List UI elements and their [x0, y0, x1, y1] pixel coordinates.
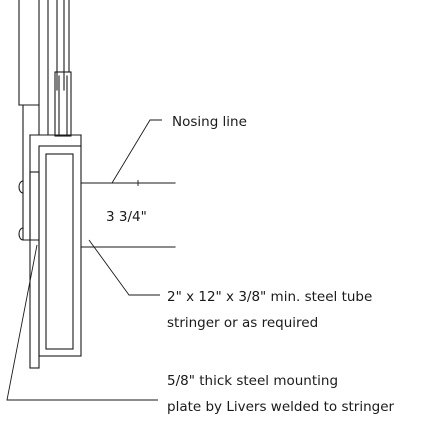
tube-stringer	[38, 145, 82, 357]
bolt-heads	[18, 180, 24, 241]
rise-dimension-label: 3 3/4"	[106, 209, 147, 225]
nosing-line-label: Nosing line	[172, 114, 247, 130]
stringer-spec-line2: stringer or as required	[167, 315, 318, 331]
plate-spec-line1: 5/8" thick steel mounting	[167, 373, 338, 389]
plate-spec-line2: plate by Livers welded to stringer	[167, 399, 395, 415]
stringer-leader	[88, 239, 160, 296]
upper-post-assembly	[18, 0, 72, 137]
leader-lines	[6, 119, 162, 401]
nosing-lines	[80, 180, 176, 248]
mounting-plate	[29, 171, 40, 369]
plate-leader	[6, 244, 158, 401]
stringer-spec-line1: 2" x 12" x 3/8" min. steel tube	[167, 289, 372, 305]
nosing-leader	[111, 119, 162, 184]
